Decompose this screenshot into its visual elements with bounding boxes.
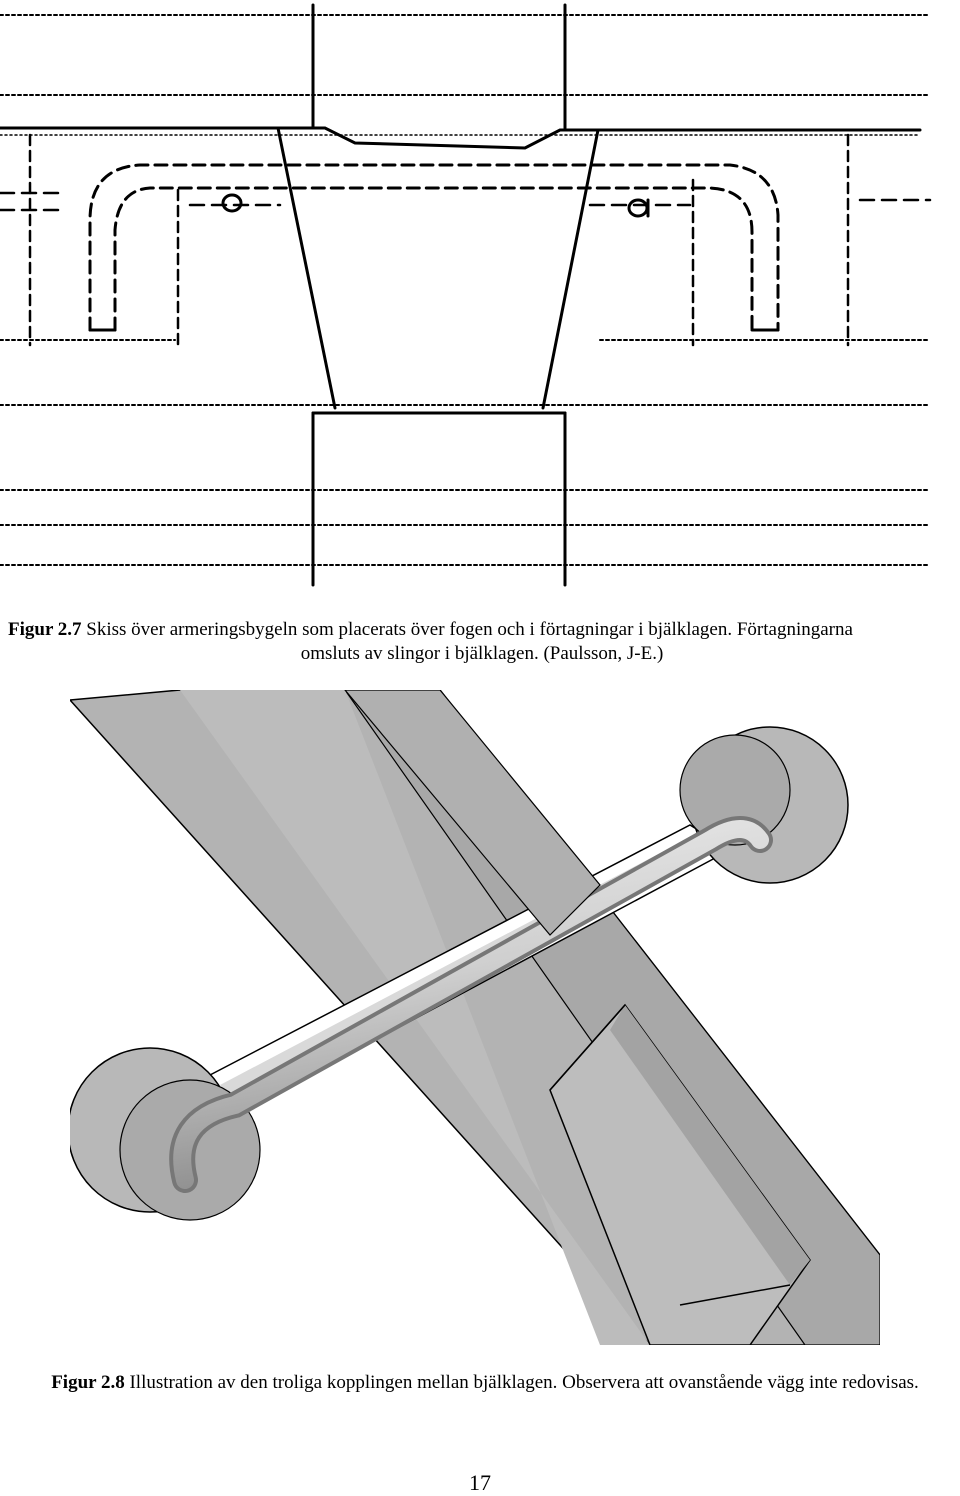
reinforcement-loop (88, 163, 780, 332)
caption-label: Figur 2. (8, 619, 73, 640)
wall-lines (311, 3, 567, 587)
caption-text: Illustration av den troliga kopplingen m… (124, 1372, 919, 1393)
slab-top-edge (0, 126, 922, 150)
illustration-figure-2-8 (70, 690, 880, 1345)
figure-2-7-caption: Figur 2.7 Skiss över armeringsbygeln som… (8, 618, 956, 666)
sketch-figure-2-7 (0, 3, 932, 587)
caption-label: Figur 2. (51, 1372, 116, 1393)
caption-text-line2: omsluts av slingor i bjälklagen. (Paulss… (300, 643, 664, 664)
dotted-grid-lines (0, 14, 931, 566)
caption-text-line1: Skiss över armeringsbygeln som placerats… (81, 619, 853, 640)
figure-2-8-caption: Figur 2.8 Illustration av den troliga ko… (30, 1371, 940, 1395)
caption-number: 8 (115, 1372, 125, 1393)
caption-number: 7 (72, 619, 82, 640)
upper-beam (344, 690, 601, 936)
page-number: 17 (469, 1470, 491, 1495)
joint-lines (276, 126, 600, 410)
